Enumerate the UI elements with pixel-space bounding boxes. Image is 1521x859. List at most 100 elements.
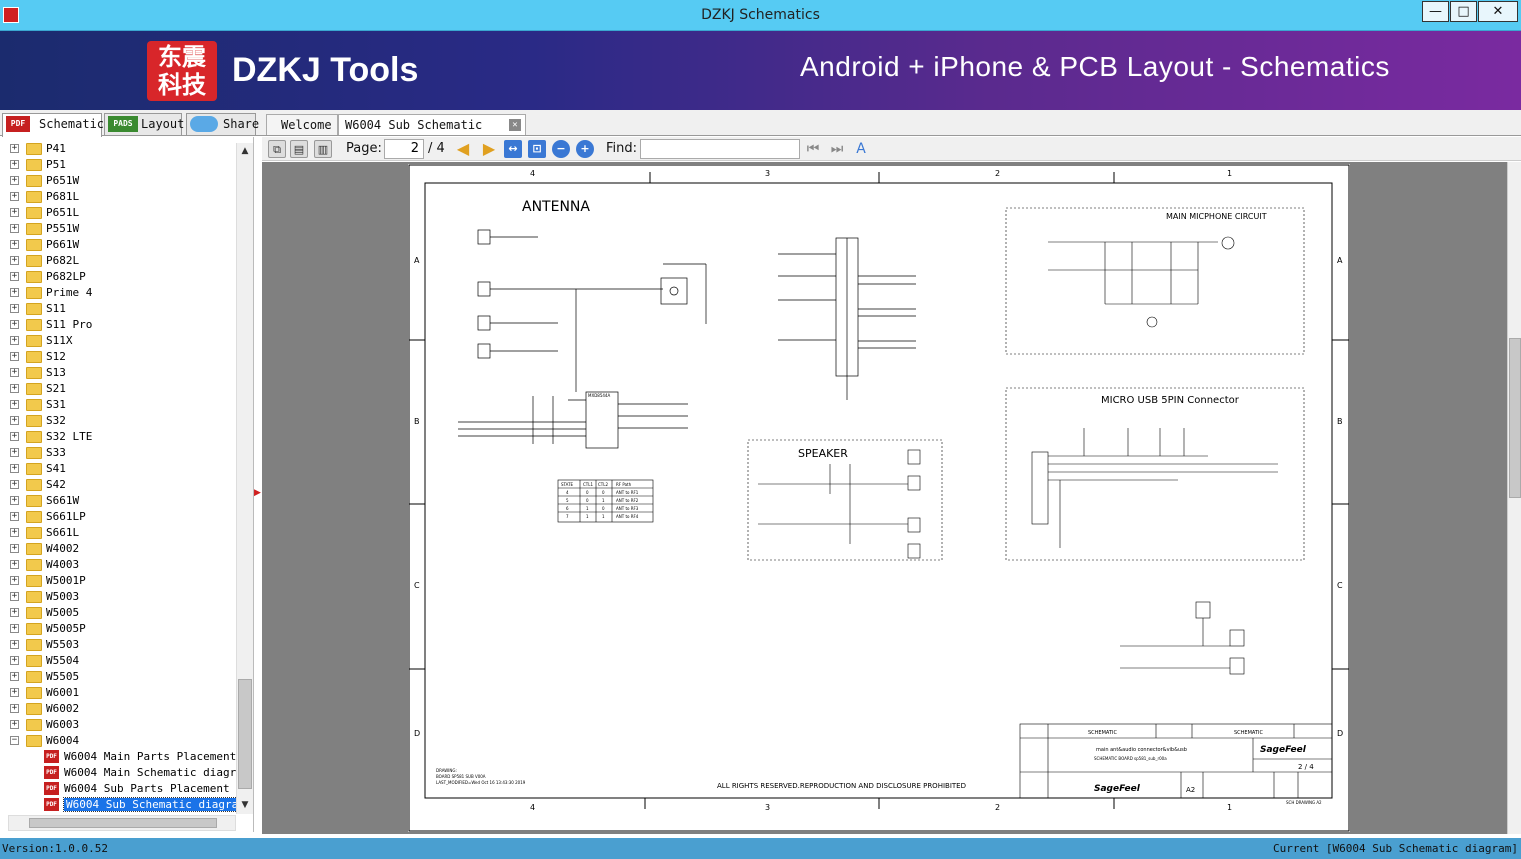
tree-folder[interactable]: +W5504	[0, 653, 236, 669]
tree-folder[interactable]: +W4002	[0, 541, 236, 557]
tree-folder[interactable]: +S41	[0, 461, 236, 477]
expand-icon[interactable]: +	[10, 639, 19, 649]
copy-icon[interactable]: ⧉	[268, 140, 286, 158]
expand-icon[interactable]: +	[10, 319, 19, 329]
single-page-icon[interactable]: ▤	[290, 140, 308, 158]
tree-folder[interactable]: +Prime 4	[0, 285, 236, 301]
expand-icon[interactable]: +	[10, 143, 19, 153]
expand-icon[interactable]: +	[10, 687, 19, 697]
tree-folder[interactable]: +S11X	[0, 333, 236, 349]
expand-icon[interactable]: +	[10, 559, 19, 569]
collapse-icon[interactable]: −	[10, 735, 19, 745]
tree-folder[interactable]: +S11	[0, 301, 236, 317]
expand-icon[interactable]: +	[10, 575, 19, 585]
tree-folder[interactable]: +W5003	[0, 589, 236, 605]
expand-icon[interactable]: +	[10, 591, 19, 601]
tree-folder[interactable]: +P551W	[0, 221, 236, 237]
zoom-in-icon[interactable]: +	[576, 140, 594, 158]
tree-folder[interactable]: +S21	[0, 381, 236, 397]
expand-icon[interactable]: +	[10, 527, 19, 537]
tree-folder[interactable]: +W4003	[0, 557, 236, 573]
expand-icon[interactable]: +	[10, 191, 19, 201]
tab-share[interactable]: Share	[186, 113, 259, 135]
tree-folder[interactable]: +W5505	[0, 669, 236, 685]
minimize-button[interactable]: —	[1422, 1, 1449, 22]
tree-folder[interactable]: +S32 LTE	[0, 429, 236, 445]
expand-icon[interactable]: +	[10, 303, 19, 313]
tree-folder[interactable]: +S11 Pro	[0, 317, 236, 333]
maximize-button[interactable]: □	[1450, 1, 1477, 22]
tree-scroll-thumb[interactable]	[238, 679, 252, 789]
expand-icon[interactable]: +	[10, 399, 19, 409]
tree-folder[interactable]: +S33	[0, 445, 236, 461]
tree-folder[interactable]: +P51	[0, 157, 236, 173]
two-page-icon[interactable]: ▥	[314, 140, 332, 158]
expand-icon[interactable]: +	[10, 511, 19, 521]
expand-icon[interactable]: +	[10, 479, 19, 489]
tab-layout[interactable]: PADS Layout	[104, 113, 184, 135]
expand-icon[interactable]: +	[10, 367, 19, 377]
expand-icon[interactable]: +	[10, 175, 19, 185]
expand-icon[interactable]: +	[10, 287, 19, 297]
tree-folder[interactable]: −W6004	[0, 733, 236, 749]
tree-hscroll-thumb[interactable]	[29, 818, 217, 828]
tree-folder[interactable]: +P41	[0, 141, 236, 157]
tree-folder[interactable]: +W6003	[0, 717, 236, 733]
tree-folder[interactable]: +W5503	[0, 637, 236, 653]
expand-icon[interactable]: +	[10, 495, 19, 505]
expand-icon[interactable]: +	[10, 671, 19, 681]
close-button[interactable]: ✕	[1478, 1, 1518, 22]
expand-icon[interactable]: +	[10, 159, 19, 169]
find-input[interactable]	[640, 139, 800, 159]
expand-icon[interactable]: +	[10, 623, 19, 633]
tree-vertical-scrollbar[interactable]: ▲ ▼	[236, 143, 253, 814]
expand-icon[interactable]: +	[10, 239, 19, 249]
tree-folder[interactable]: +P681L	[0, 189, 236, 205]
close-tab-icon[interactable]: ✕	[509, 119, 521, 131]
expand-icon[interactable]: +	[10, 351, 19, 361]
tree-folder[interactable]: +S661W	[0, 493, 236, 509]
tree-folder[interactable]: +S661LP	[0, 509, 236, 525]
doc-tab-w6004-sub[interactable]: W6004 Sub Schematic diagram ✕	[338, 114, 526, 153]
tree-folder[interactable]: +P651L	[0, 205, 236, 221]
expand-icon[interactable]: +	[10, 271, 19, 281]
scroll-up-icon[interactable]: ▲	[241, 146, 249, 156]
scroll-down-icon[interactable]: ▼	[241, 800, 249, 810]
expand-icon[interactable]: +	[10, 415, 19, 425]
find-previous-icon[interactable]: ⏮	[806, 141, 820, 157]
tree-folder[interactable]: +P682LP	[0, 269, 236, 285]
tree-horizontal-scrollbar[interactable]	[8, 815, 236, 831]
expand-icon[interactable]: +	[10, 223, 19, 233]
tree-folder[interactable]: +S661L	[0, 525, 236, 541]
tree-folder[interactable]: +W6001	[0, 685, 236, 701]
tree-folder[interactable]: +S13	[0, 365, 236, 381]
fit-page-icon[interactable]: ⊡	[528, 140, 546, 158]
fit-width-icon[interactable]: ↔	[504, 140, 522, 158]
find-next-icon[interactable]: ⏭	[830, 141, 844, 157]
expand-icon[interactable]: +	[10, 463, 19, 473]
tree-folder[interactable]: +S31	[0, 397, 236, 413]
expand-icon[interactable]: +	[10, 335, 19, 345]
doc-tab-welcome[interactable]: Welcome	[266, 114, 338, 135]
zoom-out-icon[interactable]: −	[552, 140, 570, 158]
expand-icon[interactable]: +	[10, 383, 19, 393]
expand-icon[interactable]: +	[10, 719, 19, 729]
tree-folder[interactable]: +W5005P	[0, 621, 236, 637]
tree-folder[interactable]: +W5001P	[0, 573, 236, 589]
expand-icon[interactable]: +	[10, 255, 19, 265]
expand-icon[interactable]: +	[10, 543, 19, 553]
collapse-panel-icon[interactable]: ▶	[254, 488, 261, 498]
viewer-vertical-scrollbar[interactable]	[1507, 162, 1521, 834]
tree-folder[interactable]: +S42	[0, 477, 236, 493]
viewer-scroll-thumb[interactable]	[1509, 338, 1521, 498]
tree-folder[interactable]: +W6002	[0, 701, 236, 717]
highlight-icon[interactable]: A	[856, 141, 866, 157]
page-input[interactable]: 2	[384, 139, 424, 159]
expand-icon[interactable]: +	[10, 431, 19, 441]
tree-folder[interactable]: +P661W	[0, 237, 236, 253]
tree-folder[interactable]: +S12	[0, 349, 236, 365]
